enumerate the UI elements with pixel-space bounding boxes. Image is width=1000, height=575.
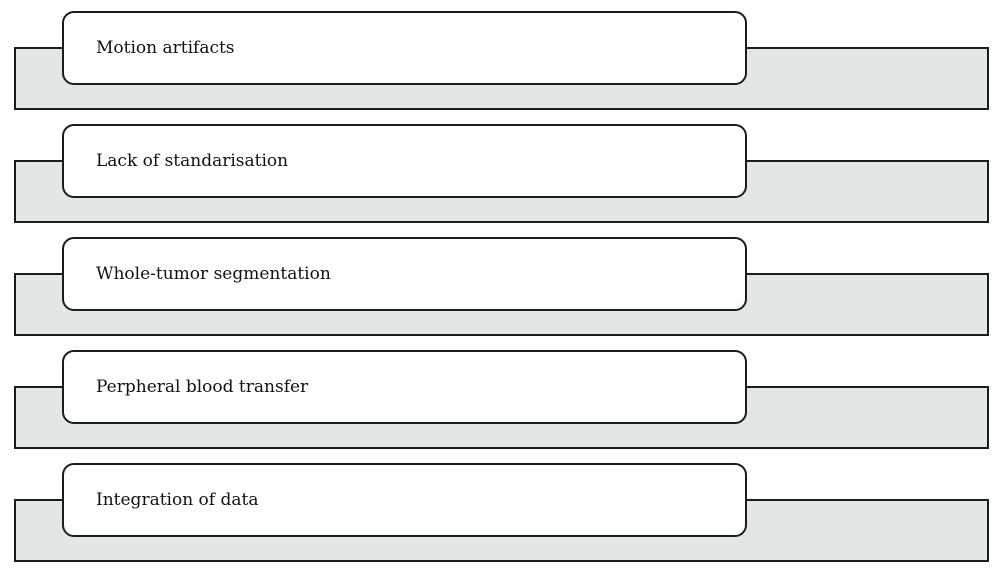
- item-box: Motion artifacts: [62, 11, 747, 85]
- item-box: Whole-tumor segmentation: [62, 237, 747, 311]
- item-box: Lack of standarisation: [62, 124, 747, 198]
- list-item: Whole-tumor segmentation: [0, 237, 1000, 337]
- list-item: Motion artifacts: [0, 11, 1000, 111]
- item-box: Perpheral blood transfer: [62, 350, 747, 424]
- list-item: Integration of data: [0, 463, 1000, 563]
- item-label: Lack of standarisation: [96, 151, 289, 171]
- item-label: Whole-tumor segmentation: [96, 264, 331, 284]
- item-label: Motion artifacts: [96, 38, 235, 58]
- list-item: Lack of standarisation: [0, 124, 1000, 224]
- list-item: Perpheral blood transfer: [0, 350, 1000, 450]
- item-box: Integration of data: [62, 463, 747, 537]
- item-label: Perpheral blood transfer: [96, 377, 309, 397]
- item-label: Integration of data: [96, 490, 259, 510]
